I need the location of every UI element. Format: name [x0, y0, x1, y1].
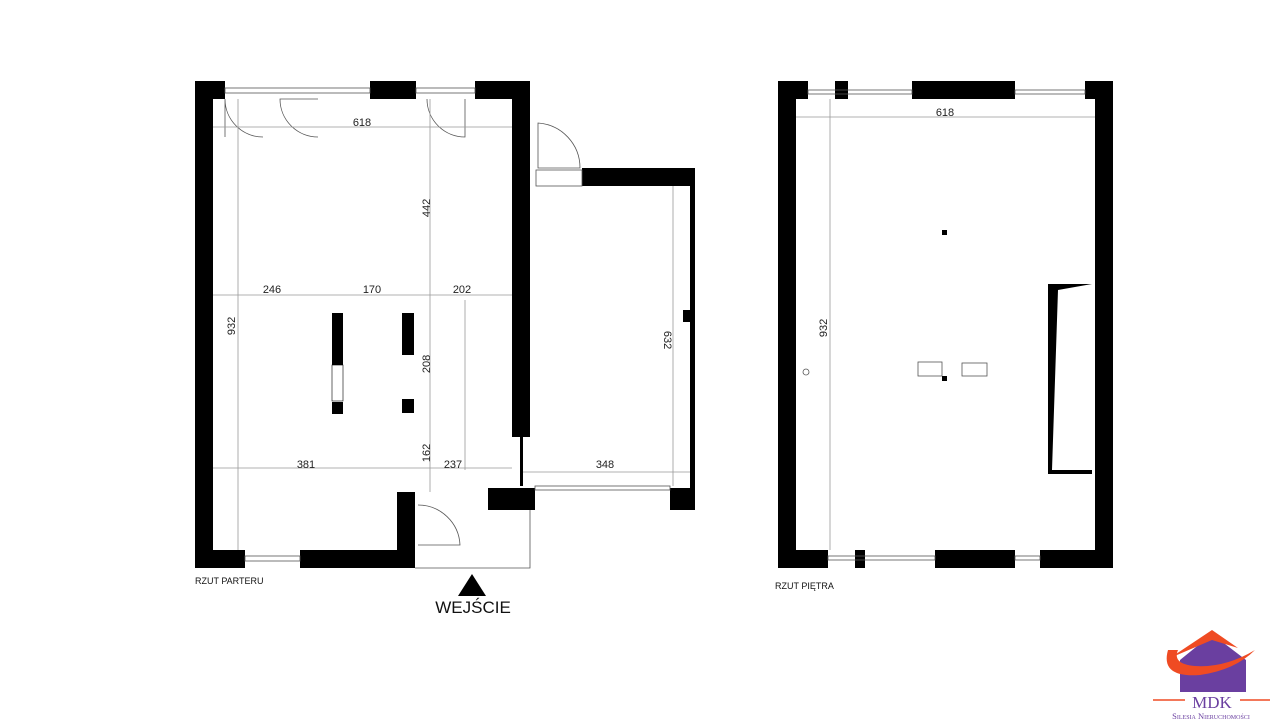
upper-floor-plan: 618 932 RZUT PIĘTRA [775, 81, 1113, 591]
wall-left [195, 81, 213, 568]
dim-bottom-right: 237 [444, 459, 462, 471]
wall-top-1 [195, 81, 225, 99]
window-bottom [244, 555, 301, 562]
wall-notch [397, 492, 415, 568]
annex-wall-top [582, 168, 695, 186]
window-top-1 [807, 89, 913, 95]
dim-bottom-left: 381 [297, 459, 315, 471]
dim-width-top: 618 [936, 107, 954, 119]
dim-seg-a: 246 [263, 284, 281, 296]
entrance-arrow-icon [458, 574, 486, 596]
wall-bottom-2 [300, 550, 415, 568]
wall-left [778, 81, 796, 568]
dim-seg-b: 170 [363, 284, 381, 296]
window-bottom-1 [827, 555, 936, 561]
annex-wall-bottom-1 [488, 488, 535, 510]
annex-wall-bottom-2 [670, 488, 695, 510]
entrance-door [415, 504, 531, 569]
window-top-1 [224, 87, 371, 94]
dim-width-top: 618 [353, 117, 371, 129]
dim-annex-height: 632 [661, 331, 673, 349]
dim-height-total: 932 [818, 319, 830, 337]
stair-opening [1048, 284, 1092, 474]
dim-height-upper: 442 [421, 199, 433, 217]
door-swing-1 [224, 98, 264, 138]
dim-stair: 208 [421, 355, 433, 373]
door-swing-3 [426, 98, 466, 138]
annex-wall-right [690, 186, 695, 510]
annex-door-swing [537, 122, 581, 169]
wall-top-2 [370, 81, 416, 99]
window-top-2 [1014, 89, 1086, 95]
column-2 [402, 313, 414, 355]
svg-text:MDK: MDK [1192, 693, 1232, 712]
dim-seg-c: 202 [453, 284, 471, 296]
mdk-logo: MDK Silesia Nieruchomości [1153, 630, 1270, 721]
ground-floor-plan: 618 442 932 246 170 202 208 162 381 237 … [195, 81, 695, 617]
ground-floor-caption: RZUT PARTERU [195, 576, 264, 586]
wall-right [1095, 81, 1113, 568]
dim-annex-width: 348 [596, 459, 614, 471]
dim-lower-gap: 162 [421, 444, 433, 462]
window-bottom-2 [1014, 555, 1041, 561]
svg-text:Silesia Nieruchomości: Silesia Nieruchomości [1172, 711, 1250, 721]
window-top-2 [415, 87, 476, 94]
column-1 [332, 313, 343, 365]
upper-floor-caption: RZUT PIĘTRA [775, 581, 834, 591]
door-swing-2 [279, 98, 319, 138]
dim-height-total: 932 [226, 317, 238, 335]
entrance-label: WEJŚCIE [435, 598, 511, 617]
wall-bottom-1 [195, 550, 245, 568]
